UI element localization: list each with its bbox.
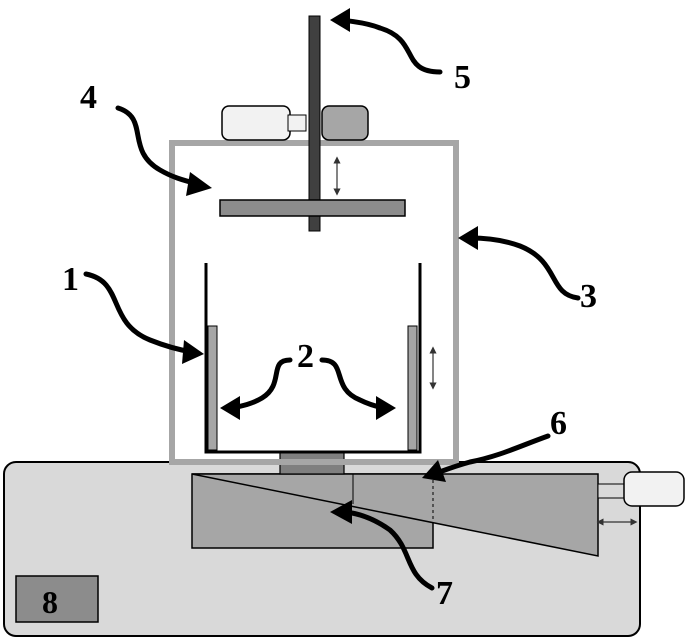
arrowhead-3 <box>458 226 478 250</box>
top-plate <box>219 199 406 217</box>
arrowhead-2b <box>376 396 396 420</box>
arrowhead-4 <box>186 172 212 196</box>
pointer-arrow-4 <box>115 105 201 187</box>
crucible-liner-right <box>407 325 418 451</box>
label-2: 2 <box>297 338 314 375</box>
arrowhead-6 <box>422 460 446 482</box>
arrowhead-7 <box>330 500 352 524</box>
label-3: 3 <box>580 278 597 315</box>
crucible <box>204 263 422 454</box>
crucible-liner-left <box>207 325 218 451</box>
pointer-arrow-3 <box>467 235 581 301</box>
pointer-arrow-5 <box>341 17 443 75</box>
wedge-push-rod <box>597 483 627 499</box>
label-5: 5 <box>454 59 471 96</box>
wedge-motor <box>623 471 685 507</box>
shaft <box>308 15 321 232</box>
label-4: 4 <box>80 79 97 116</box>
pointer-arrow-6 <box>431 433 551 477</box>
sliding-wedge <box>191 473 599 557</box>
arrowhead-2a <box>220 396 240 420</box>
label-6: 6 <box>550 405 567 442</box>
label-1: 1 <box>62 261 79 298</box>
label-7: 7 <box>436 575 453 612</box>
top-motor-coupling <box>287 114 307 132</box>
pointer-arrows <box>83 17 581 591</box>
pointer-arrow-1 <box>83 271 195 355</box>
pointer-arrowheads <box>182 8 478 524</box>
top-motor-housing <box>321 105 369 141</box>
arrowhead-5 <box>330 8 350 32</box>
label-8: 8 <box>42 584 58 620</box>
arrowhead-1 <box>182 340 204 364</box>
pointer-arrow-2b <box>319 357 387 411</box>
pointer-arrow-2a <box>229 357 293 411</box>
control-box-8 <box>15 575 99 623</box>
top-motor-body <box>221 105 291 141</box>
pointer-arrow-7 <box>343 509 435 591</box>
